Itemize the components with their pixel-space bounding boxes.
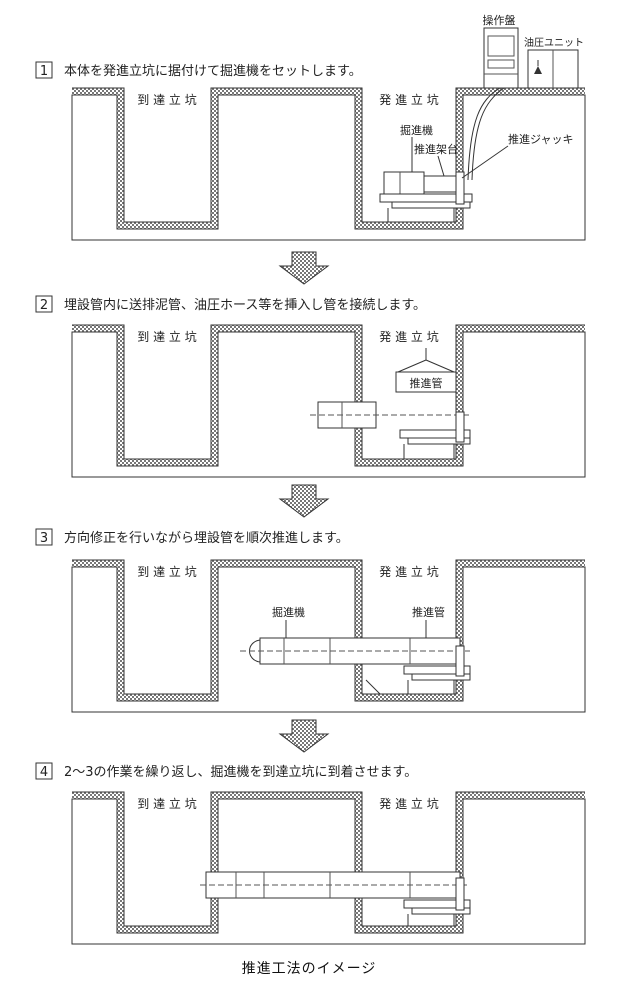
step-4-text: 2～3の作業を繰り返し、掘進機を到達立坑に到着させます。 <box>64 764 417 780</box>
step-3-text: 方向修正を行いながら埋設管を順次推進します。 <box>64 530 349 546</box>
step-1-number-box <box>35 61 53 79</box>
step-1-jack-leader <box>461 145 509 179</box>
step-4-pipe-and-machine <box>200 871 471 926</box>
step-1-frame-leader <box>437 155 445 177</box>
hydraulic-unit <box>527 49 579 89</box>
hydraulic-hose-2 <box>471 87 505 181</box>
step-2-number: 2 <box>40 298 48 313</box>
step-3-number: 3 <box>40 531 48 546</box>
hydraulic-unit-label: 油圧ユニット <box>524 36 584 49</box>
step-1-arrival-shaft-label: 到 達 立 坑 <box>137 92 196 107</box>
step-2-pipe-label: 推進管 <box>410 376 443 390</box>
step-4: 4 2～3の作業を繰り返し、掘進機を到達立坑に到着させます。 到 達 立 坑 発… <box>35 762 586 945</box>
control-panel <box>483 27 519 89</box>
down-arrow-3 <box>278 719 330 753</box>
figure-caption: 推進工法のイメージ <box>241 961 377 977</box>
step-1-machine-label: 掘進機 <box>400 123 433 137</box>
step-1: 1 本体を発進立坑に据付けて掘進機をセットします。 到 達 立 坑 発 進 立 … <box>35 13 586 241</box>
step-1-frame-label: 推進架台 <box>414 142 458 156</box>
step-2-number-box <box>35 295 53 313</box>
step-2-launch-shaft-label: 発 進 立 坑 <box>379 329 438 344</box>
step-2-text: 埋設管内に送排泥管、油圧ホース等を挿入し管を接続します。 <box>64 297 426 313</box>
step-1-number: 1 <box>40 64 48 79</box>
step-1-text: 本体を発進立坑に据付けて掘進機をセットします。 <box>64 64 362 79</box>
down-arrow-2 <box>278 484 330 518</box>
step-2-pipe-and-machine <box>310 401 471 459</box>
step-3-ground <box>71 559 586 713</box>
step-3-arrival-shaft-label: 到 達 立 坑 <box>137 564 196 579</box>
step-3: 3 方向修正を行いながら埋設管を順次推進します。 到 達 立 坑 発 進 立 坑… <box>35 528 586 713</box>
step-4-ground <box>71 791 586 945</box>
step-4-number-box <box>35 762 53 780</box>
step-4-launch-shaft-label: 発 進 立 坑 <box>379 796 438 811</box>
step-4-arrival-shaft-label: 到 達 立 坑 <box>137 796 196 811</box>
step-3-pipe-and-machine <box>240 637 471 695</box>
step-4-number: 4 <box>40 765 48 780</box>
pipe-being-lowered <box>395 348 457 393</box>
step-1-jack-label: 推進ジャッキ <box>508 132 573 146</box>
hydraulic-hose <box>467 87 501 181</box>
step-3-launch-shaft-label: 発 進 立 坑 <box>379 564 438 579</box>
step-3-pipe-label: 推進管 <box>412 605 445 619</box>
step-3-number-box <box>35 528 53 546</box>
step-3-machine-label: 掘進機 <box>272 605 305 619</box>
step-1-ground <box>71 87 586 241</box>
control-panel-label: 操作盤 <box>483 13 516 27</box>
step-2-ground <box>71 324 586 478</box>
step-2: 2 埋設管内に送排泥管、油圧ホース等を挿入し管を接続します。 到 達 立 坑 発… <box>35 295 586 478</box>
step-1-launch-shaft-label: 発 進 立 坑 <box>379 92 438 107</box>
down-arrow-1 <box>278 251 330 285</box>
step-2-arrival-shaft-label: 到 達 立 坑 <box>137 329 196 344</box>
step-1-machine <box>379 171 473 222</box>
